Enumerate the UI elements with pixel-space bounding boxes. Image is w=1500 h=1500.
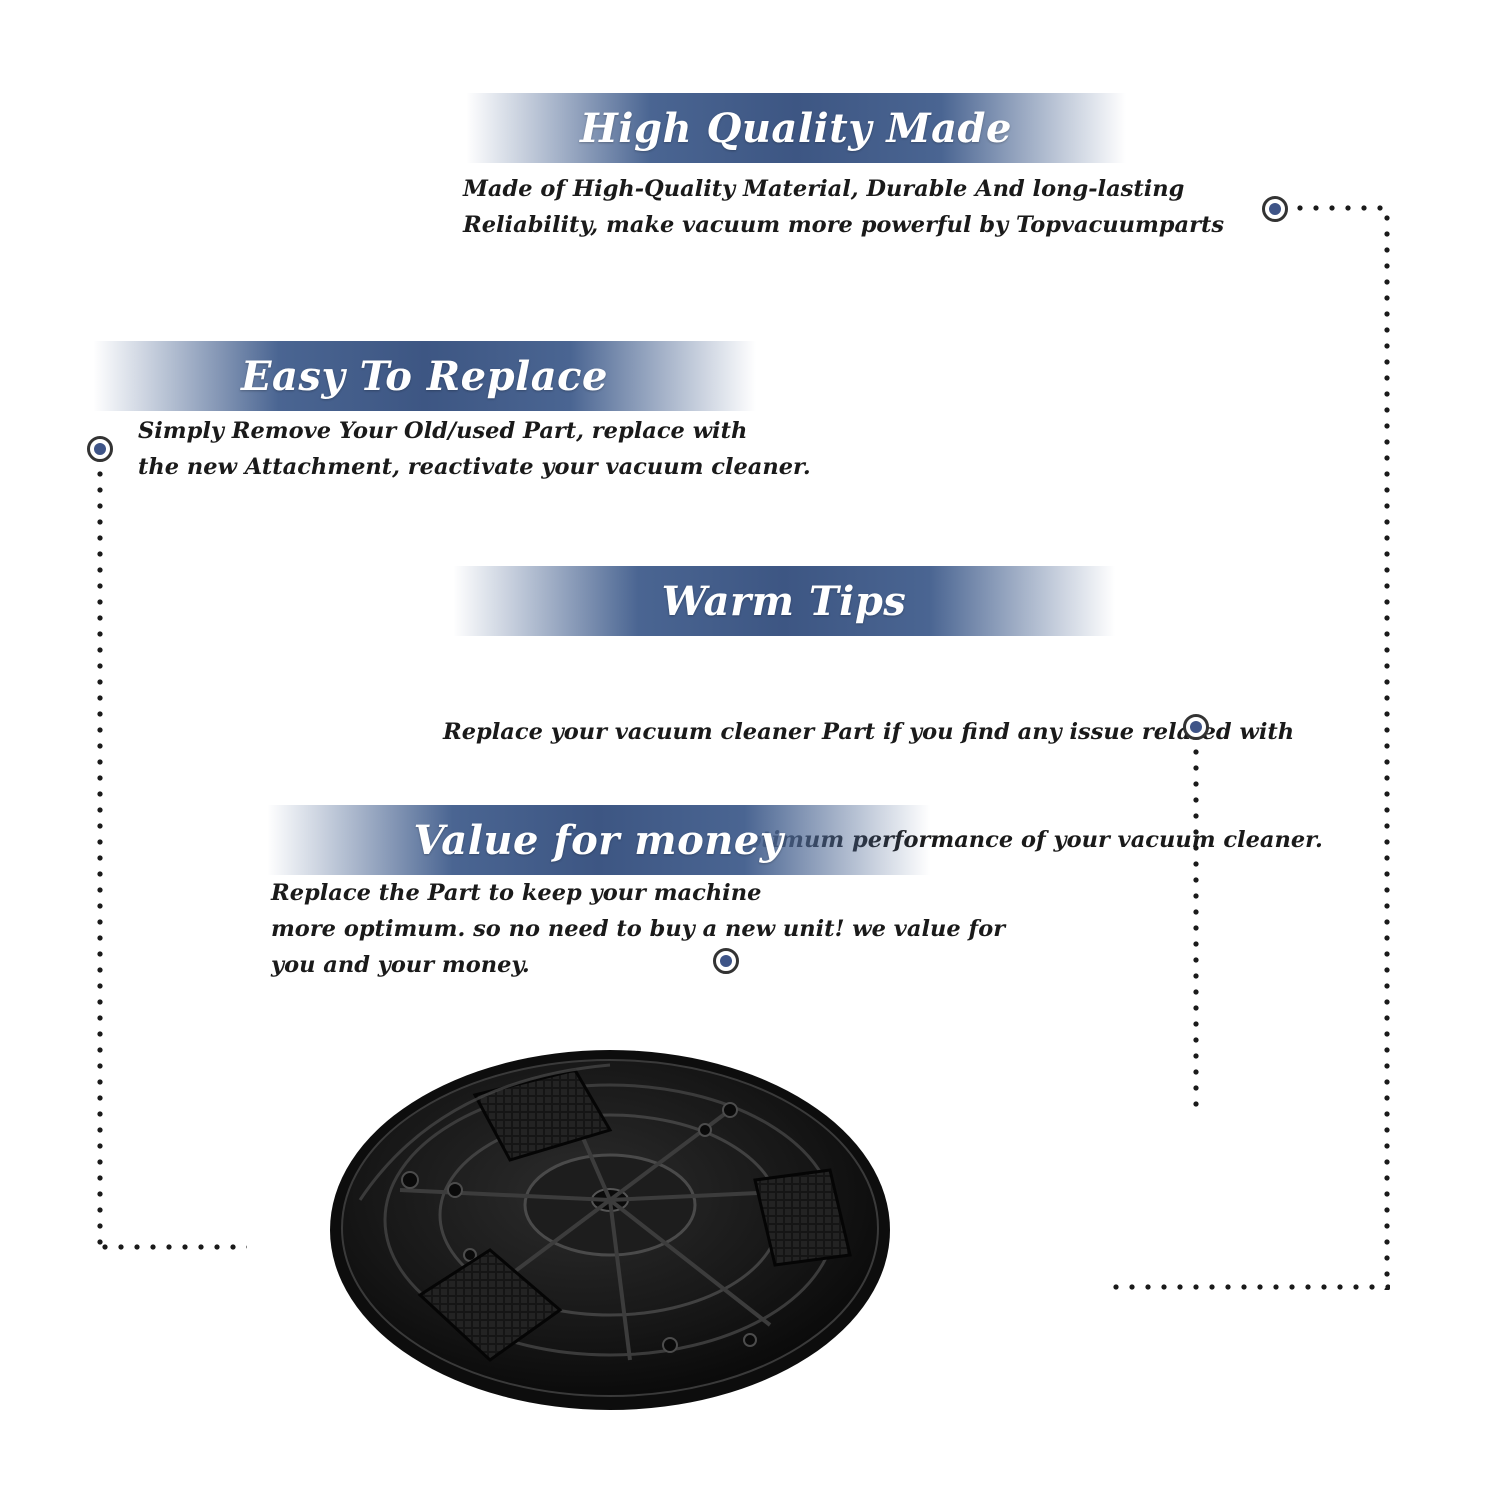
dotted-connector <box>1193 744 1199 1109</box>
description-line: Replace the Part to keep your machine <box>271 880 762 906</box>
description-line: Simply Remove Your Old/used Part, replac… <box>138 418 748 444</box>
target-dot-icon <box>87 436 113 462</box>
dotted-connector <box>97 1244 247 1250</box>
section-title: High Quality Made <box>580 104 1012 152</box>
dotted-connector <box>1292 205 1392 211</box>
dotted-connector <box>97 466 103 1250</box>
round-vacuum-base-plate <box>330 1050 890 1410</box>
description-line: the new Attachment, reactivate your vacu… <box>138 454 811 480</box>
section-title: Easy To Replace <box>241 352 608 400</box>
banner-high-quality-made: High Quality Made <box>466 93 1126 163</box>
section-description: Simply Remove Your Old/used Part, replac… <box>138 413 811 485</box>
section-title: Warm Tips <box>661 577 907 625</box>
target-dot-icon <box>713 948 739 974</box>
target-dot-icon <box>1183 714 1209 740</box>
description-line: Reliability, make vacuum more powerful b… <box>463 212 1225 238</box>
target-dot-icon <box>1262 196 1288 222</box>
section-description: Made of High-Quality Material, Durable A… <box>463 171 1224 243</box>
banner-value-for-money: Value for money <box>267 805 930 875</box>
banner-warm-tips: Warm Tips <box>453 566 1115 636</box>
dotted-connector <box>1108 1284 1390 1290</box>
description-line: you and your money. <box>271 952 530 978</box>
description-line: Made of High-Quality Material, Durable A… <box>463 176 1185 202</box>
product-image <box>320 1040 900 1430</box>
section-description: Replace the Part to keep your machine mo… <box>271 875 1005 983</box>
section-title: Value for money <box>413 816 784 864</box>
dotted-connector <box>1384 210 1390 1290</box>
banner-easy-to-replace: Easy To Replace <box>93 341 756 411</box>
description-line: Replace your vacuum cleaner Part if you … <box>443 719 1295 745</box>
description-line: more optimum. so no need to buy a new un… <box>271 916 1006 942</box>
